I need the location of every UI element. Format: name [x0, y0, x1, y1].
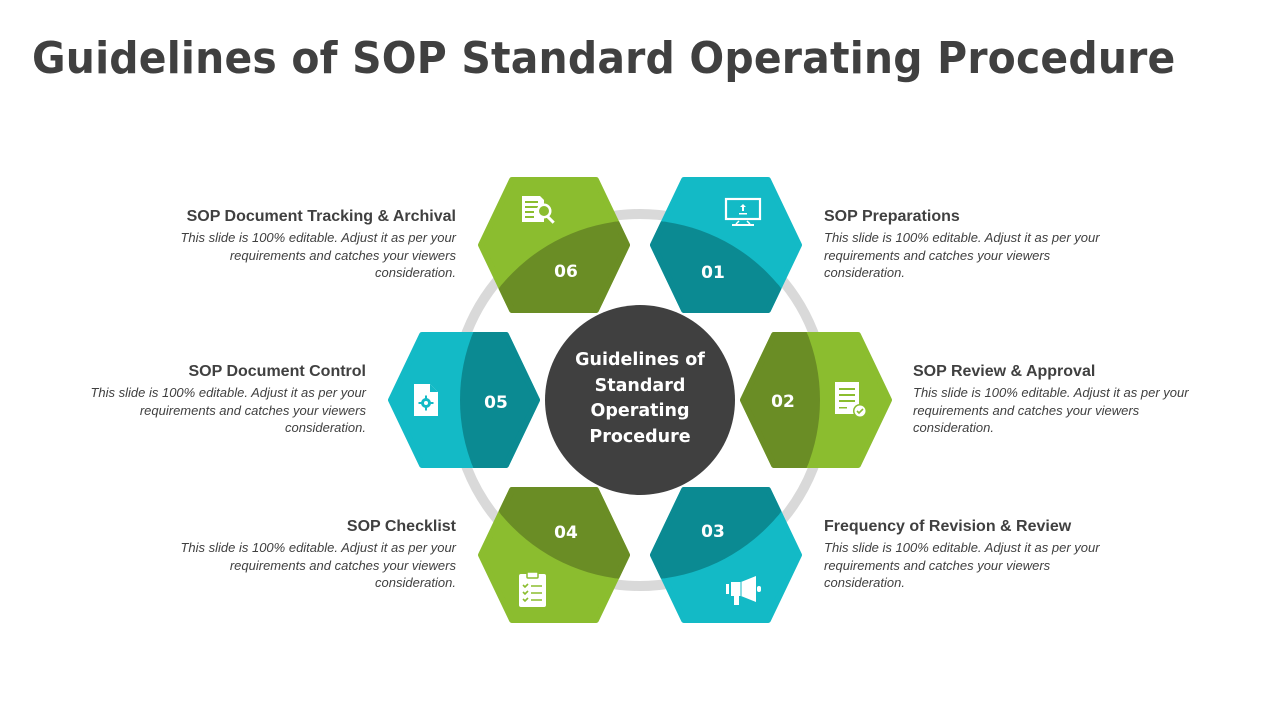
step-02-description: This slide is 100% editable. Adjust it a…	[913, 385, 1189, 435]
step-03-text: Frequency of Revision & Review This slid…	[824, 517, 1114, 592]
hexagon-step-06: 06	[478, 177, 630, 313]
center-title-line: Procedure	[589, 426, 691, 447]
hexagon-step-01: 01	[650, 177, 802, 313]
document-approved-icon	[835, 382, 867, 418]
step-02-text: SOP Review & Approval This slide is 100%…	[913, 362, 1203, 437]
step-number-03: 03	[701, 522, 725, 542]
step-06-title: SOP Document Tracking & Archival	[186, 208, 456, 225]
step-02-title: SOP Review & Approval	[913, 363, 1096, 380]
center-title-line: Guidelines of	[575, 350, 705, 370]
hexagon-step-04: 04	[478, 487, 630, 623]
center-circle	[545, 305, 735, 495]
center-title-line: Standard	[594, 375, 686, 396]
hexagon-step-03: 03	[650, 487, 802, 623]
step-number-05: 05	[484, 393, 508, 413]
monitor-upload-icon	[724, 197, 762, 226]
step-03-title: Frequency of Revision & Review	[824, 518, 1072, 535]
step-number-02: 02	[771, 392, 795, 412]
step-05-text: SOP Document Control This slide is 100% …	[66, 362, 366, 437]
slide-title: Guidelines of SOP Standard Operating Pro…	[32, 33, 1176, 84]
step-04-text: SOP Checklist This slide is 100% editabl…	[156, 517, 456, 592]
step-number-04: 04	[554, 523, 578, 543]
step-01-title: SOP Preparations	[824, 208, 960, 225]
step-06-description: This slide is 100% editable. Adjust it a…	[180, 230, 456, 280]
center-title-line: Operating	[590, 401, 690, 421]
document-search-icon	[522, 196, 555, 224]
step-05-description: This slide is 100% editable. Adjust it a…	[90, 385, 366, 435]
megaphone-icon	[726, 576, 761, 605]
clipboard-checklist-icon	[519, 571, 546, 607]
step-04-title: SOP Checklist	[346, 518, 456, 535]
step-01-text: SOP Preparations This slide is 100% edit…	[824, 207, 1114, 282]
step-04-description: This slide is 100% editable. Adjust it a…	[180, 540, 456, 590]
step-06-text: SOP Document Tracking & Archival This sl…	[156, 207, 456, 282]
step-03-description: This slide is 100% editable. Adjust it a…	[824, 540, 1100, 590]
document-gear-icon	[414, 384, 438, 416]
hexagon-step-05: 05	[388, 332, 540, 468]
step-number-01: 01	[701, 263, 725, 283]
step-number-06: 06	[554, 262, 578, 282]
step-05-title: SOP Document Control	[188, 363, 367, 380]
step-01-description: This slide is 100% editable. Adjust it a…	[824, 230, 1100, 280]
hexagon-step-02: 02	[740, 332, 892, 468]
center-title: Guidelines of Standard Operating Procedu…	[560, 348, 720, 450]
